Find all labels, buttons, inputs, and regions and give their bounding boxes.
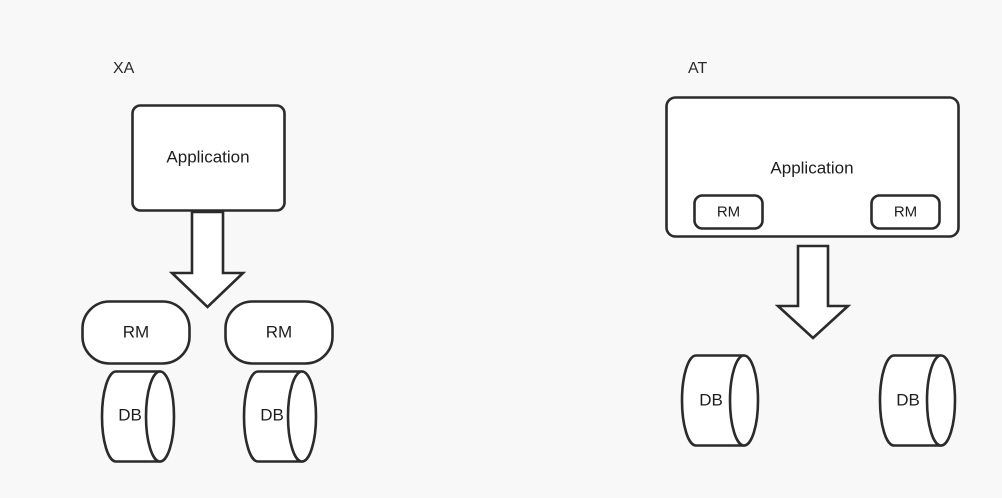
xa-db-label-2: DB (260, 405, 284, 424)
group-title-xa: XA (113, 60, 135, 77)
group-at: AT Application RM RM (665, 60, 960, 447)
group-xa: XA Application RM RM DB (81, 60, 334, 463)
xa-application-box[interactable] (131, 104, 286, 212)
xa-rm-box-2[interactable] (224, 300, 334, 365)
at-embedded-rm-box-2[interactable] (870, 194, 941, 230)
at-embedded-rm-box-1[interactable] (693, 194, 764, 230)
at-application-node[interactable]: Application RM RM (665, 96, 960, 238)
at-db-node-1[interactable]: DB (680, 354, 760, 447)
xa-rm-label-1: RM (123, 322, 149, 341)
xa-down-arrow-icon (168, 210, 247, 309)
xa-rm-label-2: RM (266, 322, 292, 341)
xa-application-node[interactable]: Application (131, 104, 286, 212)
at-embedded-rm-node-1[interactable]: RM (693, 194, 764, 230)
at-db-label-1: DB (699, 390, 723, 409)
at-down-arrow-icon (774, 244, 852, 340)
at-embedded-rm-node-2[interactable]: RM (870, 194, 941, 230)
xa-db-node-2[interactable]: DB (242, 370, 318, 463)
at-db-label-2: DB (896, 390, 920, 409)
xa-rm-node-2[interactable]: RM (224, 300, 334, 365)
at-embedded-rm-label-1: RM (717, 203, 740, 220)
xa-db-label-1: DB (118, 405, 142, 424)
xa-rm-box-1[interactable] (81, 300, 191, 365)
xa-application-label: Application (166, 147, 249, 166)
at-db-cylinder-cap-2 (925, 354, 943, 447)
xa-db-cylinder-cap-2 (286, 370, 304, 463)
at-db-cylinder-cap-1 (728, 354, 746, 447)
xa-rm-node-1[interactable]: RM (81, 300, 191, 365)
at-db-node-2[interactable]: DB (878, 354, 957, 447)
xa-db-cylinder-cap-1 (144, 370, 162, 463)
group-title-at: AT (688, 60, 707, 77)
xa-db-node-1[interactable]: DB (100, 370, 176, 463)
at-application-label: Application (770, 158, 853, 177)
at-embedded-rm-label-2: RM (894, 203, 917, 220)
